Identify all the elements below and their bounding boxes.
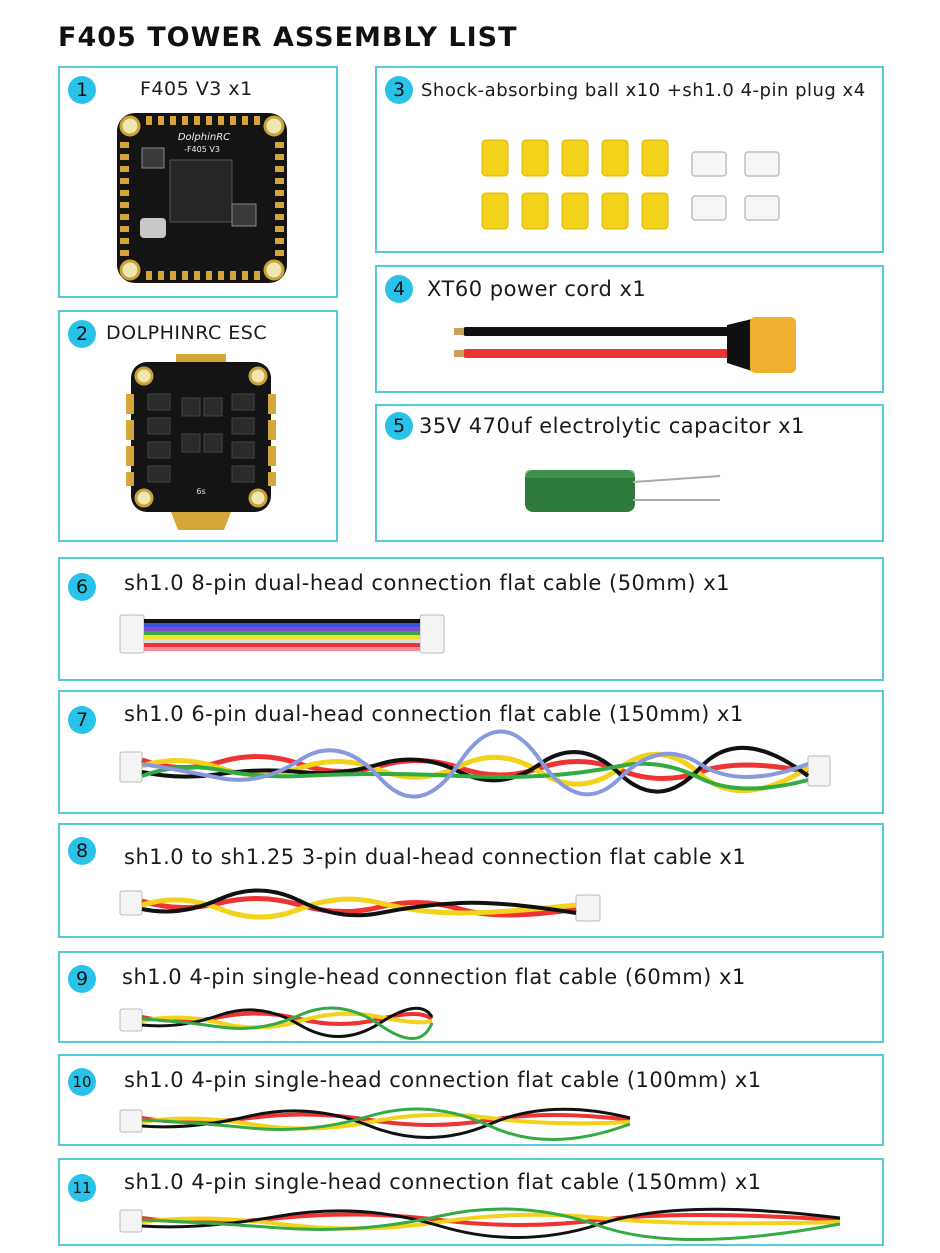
electrolytic-capacitor-image — [525, 470, 721, 512]
item-number-badge: 6 — [68, 573, 96, 601]
item-card-11: 11 sh1.0 4-pin single-head connection fl… — [58, 1158, 884, 1246]
xt60-power-cord-image — [454, 317, 796, 373]
item-card-5: 5 35V 470uf electrolytic capacitor x1 — [375, 404, 884, 542]
item-card-7: 7 sh1.0 6-pin dual-head connection flat … — [58, 690, 884, 814]
item-number-badge: 1 — [68, 76, 96, 104]
board-model-text: -F405 V3 — [184, 145, 220, 154]
item-label: sh1.0 6-pin dual-head connection flat ca… — [124, 702, 744, 726]
4-pin-150mm-cable-image — [119, 1207, 841, 1241]
esc-board-text: 6s — [196, 487, 205, 496]
board-brand-text: DolphinRC — [178, 132, 230, 143]
item-card-10: 10 sh1.0 4-pin single-head connection fl… — [58, 1054, 884, 1146]
item-number-badge: 3 — [385, 76, 413, 104]
item-card-6: 6 sh1.0 8-pin dual-head connection flat … — [58, 557, 884, 681]
item-card-1: 1 F405 V3 x1 DolphinRC -F405 V3 — [58, 66, 338, 298]
item-label: DOLPHINRC ESC — [106, 322, 268, 344]
item-number-badge: 9 — [68, 965, 96, 993]
4-pin-100mm-cable-image — [119, 1107, 631, 1141]
item-label: 35V 470uf electrolytic capacitor x1 — [419, 414, 805, 438]
item-number-badge: 5 — [385, 412, 413, 440]
item-number-badge: 10 — [68, 1068, 96, 1096]
item-label: sh1.0 4-pin single-head connection flat … — [124, 1170, 762, 1194]
page-title: F405 TOWER ASSEMBLY LIST — [58, 22, 518, 53]
3-pin-twisted-cable-image — [119, 888, 601, 922]
item-label: F405 V3 x1 — [140, 78, 253, 100]
item-label: sh1.0 4-pin single-head connection flat … — [124, 1068, 762, 1092]
item-number-badge: 8 — [68, 837, 96, 865]
flight-controller-image: DolphinRC -F405 V3 — [117, 113, 287, 283]
item-card-2: 2 DOLPHINRC ESC 6s — [58, 310, 338, 542]
item-label: Shock-absorbing ball x10 +sh1.0 4-pin pl… — [421, 80, 866, 101]
shock-ball-and-plug-image — [481, 139, 780, 230]
item-label: sh1.0 4-pin single-head connection flat … — [122, 965, 746, 989]
item-card-4: 4 XT60 power cord x1 — [375, 265, 884, 393]
8-pin-flat-cable-image — [119, 614, 445, 654]
item-number-badge: 2 — [68, 320, 96, 348]
item-card-9: 9 sh1.0 4-pin single-head connection fla… — [58, 951, 884, 1043]
4-pin-60mm-cable-image — [119, 1006, 434, 1040]
item-label: sh1.0 8-pin dual-head connection flat ca… — [124, 571, 730, 595]
item-card-3: 3 Shock-absorbing ball x10 +sh1.0 4-pin … — [375, 66, 884, 253]
esc-board-image: 6s — [126, 354, 276, 530]
item-number-badge: 4 — [385, 275, 413, 303]
item-number-badge: 11 — [68, 1174, 96, 1202]
item-label: XT60 power cord x1 — [427, 277, 647, 301]
item-label: sh1.0 to sh1.25 3-pin dual-head connecti… — [124, 845, 747, 869]
item-card-8: 8 sh1.0 to sh1.25 3-pin dual-head connec… — [58, 823, 884, 938]
item-number-badge: 7 — [68, 706, 96, 734]
6-pin-twisted-cable-image — [119, 729, 831, 799]
